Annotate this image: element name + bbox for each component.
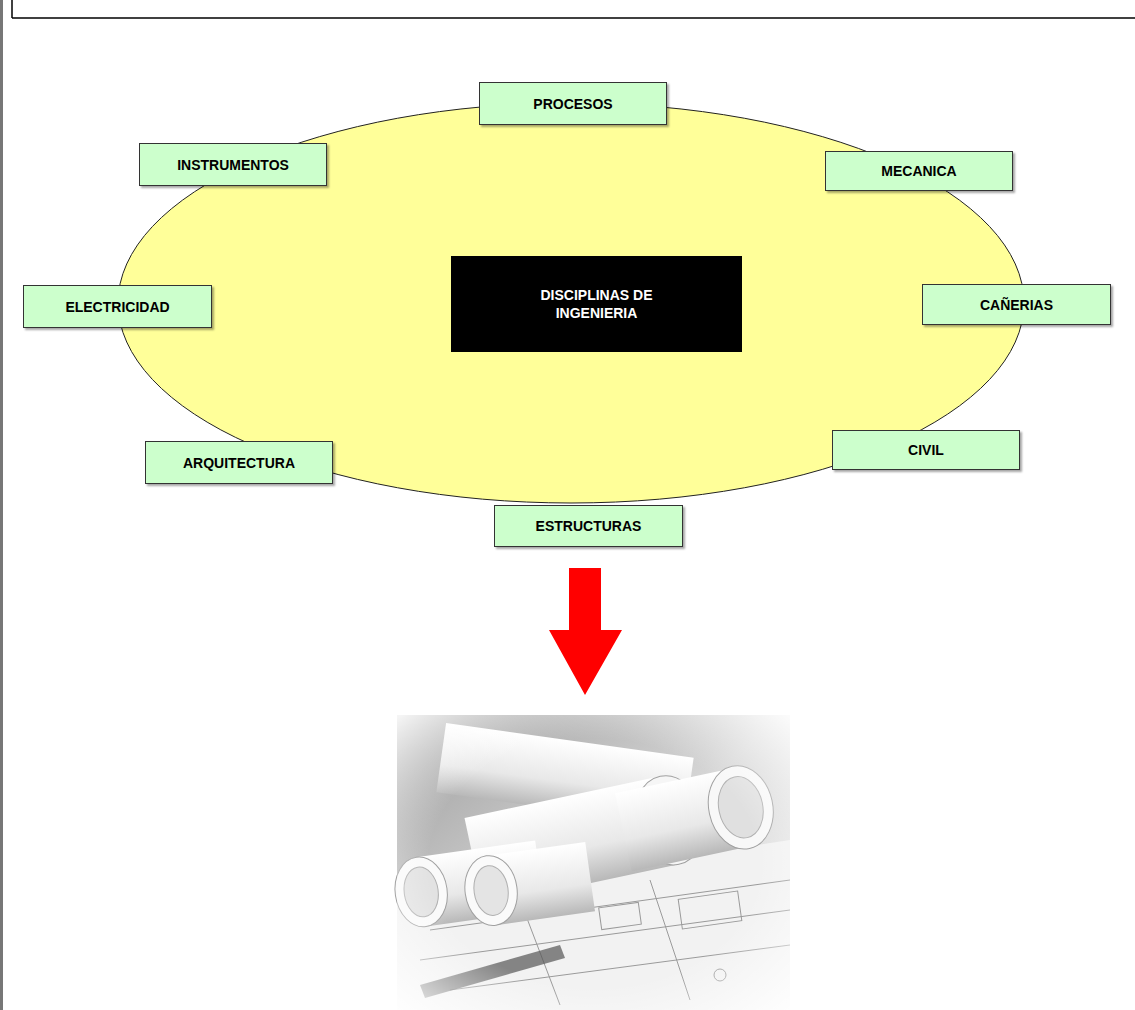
disciplines-ellipse <box>118 103 1024 503</box>
discipline-label: MECANICA <box>881 162 956 180</box>
blueprint-illustration <box>391 715 790 1010</box>
frame-line <box>12 17 1135 19</box>
discipline-box: ELECTRICIDAD <box>23 285 212 328</box>
discipline-box: MECANICA <box>825 151 1013 191</box>
discipline-box: INSTRUMENTOS <box>139 143 327 186</box>
discipline-label: ARQUITECTURA <box>183 454 295 472</box>
page-border <box>0 0 3 1010</box>
discipline-label: CIVIL <box>908 441 944 459</box>
discipline-label: ESTRUCTURAS <box>536 517 642 535</box>
discipline-label: DISCIPLINAS DE INGENIERIA <box>527 286 667 322</box>
discipline-label: CAÑERIAS <box>980 296 1053 314</box>
discipline-box: CAÑERIAS <box>922 284 1111 325</box>
discipline-label: INSTRUMENTOS <box>177 156 289 174</box>
down-arrow <box>549 568 622 695</box>
discipline-box: ESTRUCTURAS <box>494 505 683 547</box>
central-box: DISCIPLINAS DE INGENIERIA <box>451 256 742 352</box>
frame-line <box>11 0 13 18</box>
discipline-label: PROCESOS <box>533 95 612 113</box>
discipline-box: CIVIL <box>832 430 1020 470</box>
discipline-box: PROCESOS <box>479 82 667 125</box>
discipline-label: ELECTRICIDAD <box>65 298 169 316</box>
discipline-box: ARQUITECTURA <box>145 441 333 484</box>
